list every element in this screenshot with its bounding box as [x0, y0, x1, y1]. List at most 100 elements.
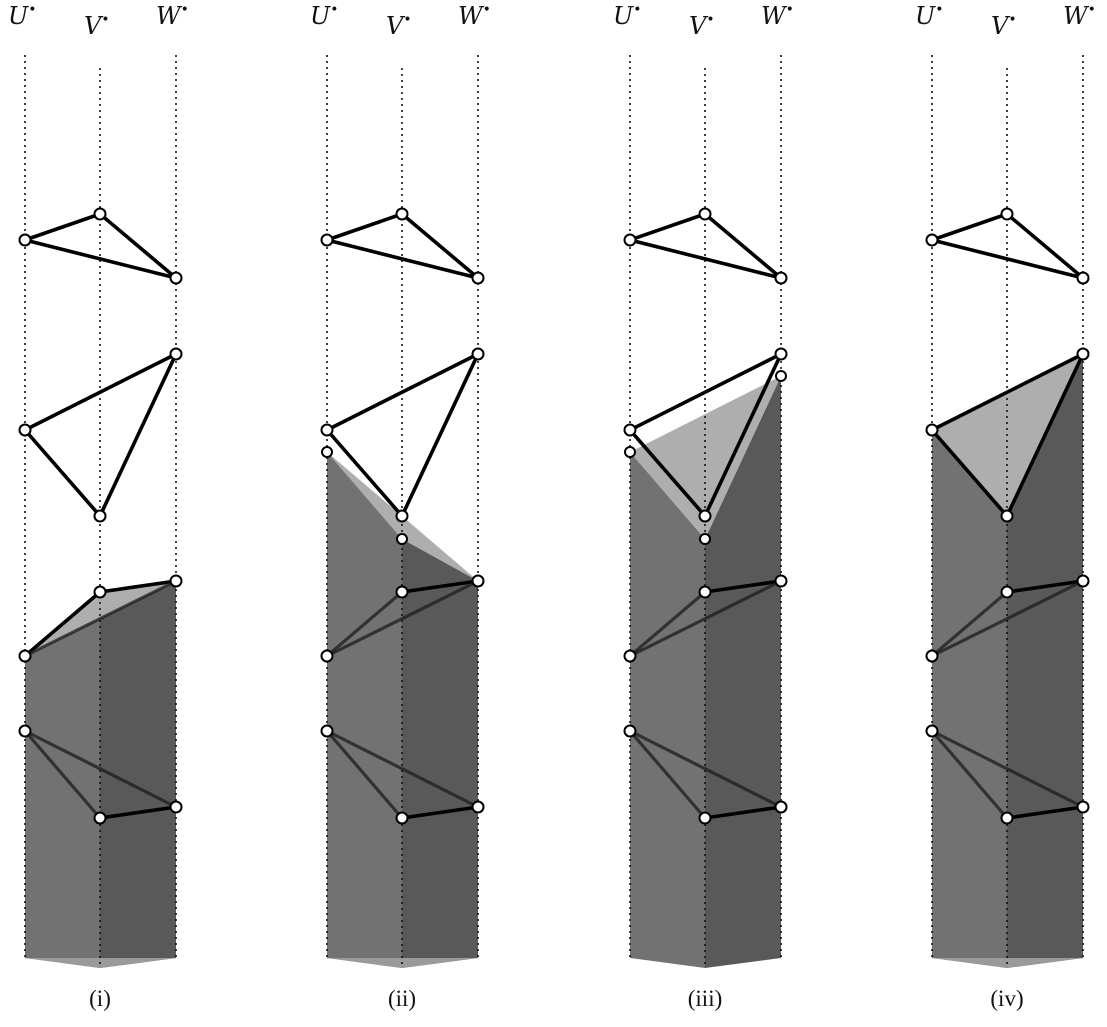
- triangle-edge-hidden: [628, 590, 707, 658]
- vertex: [93, 585, 107, 599]
- vertex: [775, 370, 787, 382]
- vertex: [1076, 271, 1090, 285]
- triangle-3: [325, 579, 480, 658]
- vertex: [169, 800, 183, 814]
- vertex: [623, 724, 637, 738]
- vertex: [471, 574, 485, 588]
- triangle-edges: [930, 352, 1085, 518]
- label-w: W•: [1063, 2, 1096, 30]
- vertex: [698, 207, 712, 221]
- vertex: [395, 509, 409, 523]
- triangle-edge: [1005, 805, 1085, 820]
- vertex: [1076, 574, 1090, 588]
- shade-left-face: [25, 592, 100, 968]
- triangle-4: [930, 729, 1085, 820]
- triangle-edges: [325, 212, 480, 280]
- vertices: [320, 207, 485, 825]
- vertex: [320, 724, 334, 738]
- vertex: [471, 800, 485, 814]
- triangle-2: [23, 352, 178, 518]
- shade-top-face: [630, 376, 781, 539]
- triangle-edge: [400, 579, 480, 594]
- triangle-edges: [930, 212, 1085, 280]
- triangle-edge-hidden: [23, 579, 178, 658]
- triangle-edge: [1005, 579, 1085, 594]
- vertex: [1000, 811, 1014, 825]
- triangle-edge-hidden: [628, 729, 707, 820]
- shade-right-face: [705, 376, 781, 968]
- triangle-edge: [703, 579, 783, 594]
- vertex: [93, 509, 107, 523]
- vertex: [624, 446, 636, 458]
- triangle-edge-hidden: [930, 590, 1009, 658]
- label-u: U•: [613, 2, 642, 30]
- vertex: [623, 649, 637, 663]
- vertices: [925, 207, 1090, 825]
- shade-right-face: [402, 539, 478, 968]
- label-v: V•: [386, 12, 412, 40]
- vertex: [395, 811, 409, 825]
- shade-left-face: [932, 430, 1007, 968]
- label-v: V•: [991, 12, 1017, 40]
- label-w: W•: [156, 2, 189, 30]
- triangle-edges: [23, 212, 178, 280]
- triangle-2: [325, 352, 480, 518]
- label-v: V•: [84, 12, 110, 40]
- vertex: [623, 423, 637, 437]
- label-w: W•: [458, 2, 491, 30]
- label-u: U•: [8, 2, 37, 30]
- triangle-1: [325, 212, 480, 280]
- vertex: [169, 271, 183, 285]
- vertex: [471, 271, 485, 285]
- triangle-3: [23, 579, 178, 658]
- triangle-edge: [98, 805, 178, 820]
- shade-left-face: [327, 452, 402, 968]
- triangle-edge-hidden: [325, 590, 404, 658]
- vertex: [395, 207, 409, 221]
- vertex: [321, 446, 333, 458]
- triangle-edges: [628, 212, 783, 280]
- vertex: [698, 585, 712, 599]
- shading: [630, 376, 781, 968]
- triangle-4: [23, 729, 178, 820]
- panel-ii: U• V• W•: [310, 2, 491, 1011]
- vertex: [774, 271, 788, 285]
- label-w: W•: [761, 2, 794, 30]
- triangle-4: [325, 729, 480, 820]
- vertex: [320, 233, 334, 247]
- vertex: [320, 649, 334, 663]
- triangle-edge-hidden: [23, 729, 102, 820]
- triangle-edges: [628, 352, 783, 518]
- vertex: [1076, 800, 1090, 814]
- vertex: [774, 574, 788, 588]
- vertex: [93, 811, 107, 825]
- shade-left-face: [630, 452, 705, 968]
- triangle-1: [628, 212, 783, 280]
- triangle-edge-hidden: [930, 729, 1009, 820]
- triangle-edge: [400, 805, 480, 820]
- triangle-edges: [23, 352, 178, 518]
- triangle-edge: [98, 579, 178, 594]
- vertex: [774, 800, 788, 814]
- vertex: [925, 233, 939, 247]
- triangle-edge-hidden: [325, 579, 480, 658]
- triangle-1: [930, 212, 1085, 280]
- vertex: [18, 649, 32, 663]
- vertex: [320, 423, 334, 437]
- vertex: [623, 233, 637, 247]
- triangle-1: [23, 212, 178, 280]
- vertex: [395, 585, 409, 599]
- vertex: [1000, 509, 1014, 523]
- vertex: [698, 811, 712, 825]
- vertex: [925, 649, 939, 663]
- vertex: [18, 233, 32, 247]
- vertex: [1000, 207, 1014, 221]
- vertex: [471, 347, 485, 361]
- panel-caption: (iv): [990, 986, 1023, 1011]
- label-u: U•: [915, 2, 944, 30]
- triangle-edge-hidden: [628, 579, 783, 658]
- vertex: [699, 533, 711, 545]
- triangle-edge-hidden: [325, 729, 480, 809]
- panel-iv: U• V• W•: [915, 2, 1096, 1011]
